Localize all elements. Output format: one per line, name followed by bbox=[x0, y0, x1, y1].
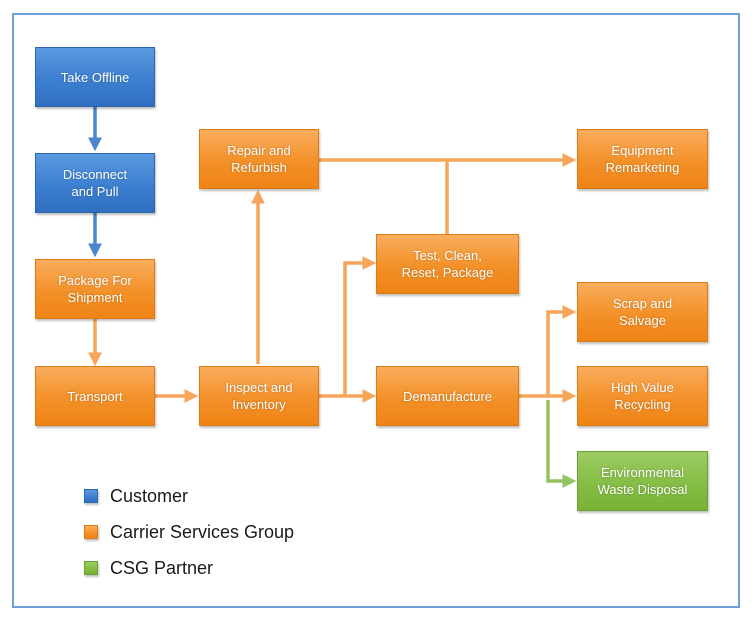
node-test-clean-reset-package: Test, Clean, Reset, Package bbox=[376, 234, 519, 294]
arrow-inspect-to-test bbox=[343, 256, 377, 396]
node-repair-and-refurbish: Repair and Refurbish bbox=[199, 129, 319, 189]
legend-label-carrier: Carrier Services Group bbox=[110, 521, 295, 542]
legend-item-customer: Customer bbox=[84, 478, 294, 514]
node-package-for-shipment: Package For Shipment bbox=[35, 259, 155, 319]
node-inspect-and-inventory: Inspect and Inventory bbox=[199, 366, 319, 426]
arrow-demanufacture-to-scrap bbox=[546, 305, 577, 396]
legend: Customer Carrier Services Group CSG Part… bbox=[84, 478, 294, 586]
legend-label-partner: CSG Partner bbox=[110, 557, 214, 578]
legend-item-carrier: Carrier Services Group bbox=[84, 514, 294, 550]
node-disconnect-and-pull: Disconnect and Pull bbox=[35, 153, 155, 213]
legend-item-partner: CSG Partner bbox=[84, 550, 294, 586]
node-scrap-and-salvage: Scrap and Salvage bbox=[577, 282, 708, 342]
node-environmental-waste-disposal: Environmental Waste Disposal bbox=[577, 451, 708, 511]
legend-swatch-customer bbox=[84, 489, 98, 503]
node-demanufacture: Demanufacture bbox=[376, 366, 519, 426]
node-take-offline: Take Offline bbox=[35, 47, 155, 107]
legend-swatch-carrier bbox=[84, 525, 98, 539]
arrow-demanufacture-to-waste bbox=[546, 400, 577, 488]
node-equipment-remarketing: Equipment Remarketing bbox=[577, 129, 708, 189]
legend-label-customer: Customer bbox=[110, 485, 189, 506]
node-high-value-recycling: High Value Recycling bbox=[577, 366, 708, 426]
node-transport: Transport bbox=[35, 366, 155, 426]
legend-swatch-partner bbox=[84, 561, 98, 575]
